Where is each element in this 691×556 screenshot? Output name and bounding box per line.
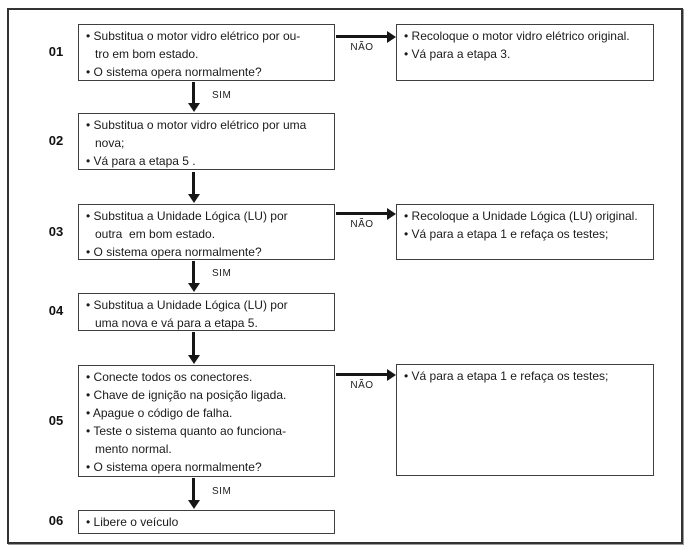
sim-label-01: SIM	[212, 90, 232, 101]
arrow-down-01-02	[192, 82, 195, 103]
box-line: • Vá para a etapa 5 .	[86, 154, 196, 168]
step-number-02: 02	[48, 133, 64, 148]
step-number-03: 03	[48, 224, 64, 239]
step-box-02: • Substitua o motor vidro elétrico por u…	[78, 113, 335, 170]
box-line: • Substitua o motor vidro elétrico por o…	[86, 29, 301, 43]
sim-label-03: SIM	[212, 268, 232, 279]
arrow-down-02-03	[192, 172, 195, 194]
box-line: mento normal.	[95, 442, 172, 456]
step-box-01: • Substitua o motor vidro elétrico por o…	[78, 24, 335, 81]
box-line: • Substitua a Unidade Lógica (LU) por	[86, 298, 288, 312]
no-branch-box-03: • Recoloque a Unidade Lógica (LU) origin…	[396, 204, 654, 260]
arrow-down-03-04	[192, 261, 195, 283]
step-number-01: 01	[48, 44, 64, 59]
step-box-05: • Conecte todos os conectores. • Chave d…	[78, 365, 335, 477]
box-line: • Conecte todos os conectores.	[86, 370, 253, 384]
box-line: • O sistema opera normalmente?	[86, 460, 262, 474]
box-line: • Substitua o motor vidro elétrico por u…	[86, 118, 307, 132]
no-branch-box-05: • Vá para a etapa 1 e refaça os testes;	[396, 364, 654, 476]
step-box-04: • Substitua a Unidade Lógica (LU) por um…	[78, 293, 335, 331]
arrow-right-no-03	[336, 212, 387, 215]
box-line: nova;	[95, 136, 125, 150]
box-line: • Apague o código de falha.	[86, 406, 233, 420]
step-box-06: • Libere o veículo	[78, 510, 335, 534]
box-line: • Substitua a Unidade Lógica (LU) por	[86, 209, 288, 223]
step-number-04: 04	[48, 303, 64, 318]
arrow-down-05-06	[192, 478, 195, 500]
box-line: • Recoloque o motor vidro elétrico origi…	[404, 29, 630, 43]
box-line: • Vá para a etapa 3.	[404, 47, 511, 61]
step-box-03: • Substitua a Unidade Lógica (LU) por ou…	[78, 204, 335, 260]
sim-label-05: SIM	[212, 486, 232, 497]
box-line: • Vá para a etapa 1 e refaça os testes;	[404, 227, 609, 241]
no-branch-box-01: • Recoloque o motor vidro elétrico origi…	[396, 24, 654, 81]
nao-label-03: NÃO	[350, 219, 374, 230]
outer-frame	[7, 8, 683, 544]
box-line: • Recoloque a Unidade Lógica (LU) origin…	[404, 209, 638, 223]
box-line: • O sistema opera normalmente?	[86, 65, 262, 79]
arrow-right-no-01	[336, 35, 387, 38]
box-line: uma nova e vá para a etapa 5.	[95, 316, 258, 330]
arrow-right-no-05	[336, 373, 387, 376]
box-line: tro em bom estado.	[95, 47, 199, 61]
step-number-05: 05	[48, 413, 64, 428]
box-line: • Chave de ignição na posição ligada.	[86, 388, 287, 402]
box-line: • O sistema opera normalmente?	[86, 245, 262, 259]
box-line: • Teste o sistema quanto ao funciona-	[86, 424, 287, 438]
step-number-06: 06	[48, 513, 64, 528]
nao-label-01: NÃO	[350, 42, 374, 53]
nao-label-05: NÃO	[350, 380, 374, 391]
box-line: • Libere o veículo	[86, 515, 179, 529]
arrow-down-04-05	[192, 332, 195, 355]
box-line: outra em bom estado.	[95, 227, 216, 241]
box-line: • Vá para a etapa 1 e refaça os testes;	[404, 369, 609, 383]
